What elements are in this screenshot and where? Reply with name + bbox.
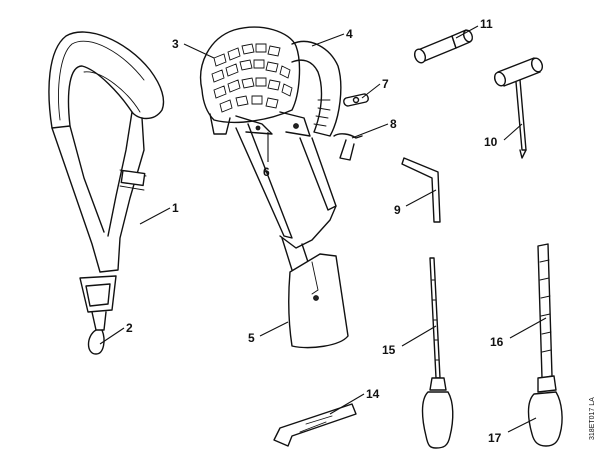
harness — [200, 26, 349, 349]
callout-9: 9 — [394, 203, 401, 217]
callout-14: 14 — [366, 387, 380, 401]
callout-labels: 1 2 3 4 5 6 7 8 9 10 11 14 15 16 17 — [126, 17, 504, 445]
socket-wrench — [413, 29, 474, 64]
callout-6: 6 — [263, 165, 270, 179]
drawing-code: 318ET017 LA — [589, 397, 596, 440]
round-file — [421, 257, 454, 449]
combination-wrench — [493, 57, 544, 159]
callout-10: 10 — [484, 135, 498, 149]
callout-8: 8 — [390, 117, 397, 131]
spring-hook — [333, 133, 363, 161]
flat-file — [527, 243, 563, 447]
callout-11: 11 — [480, 17, 493, 31]
callout-2: 2 — [126, 321, 133, 335]
callout-5: 5 — [248, 331, 255, 345]
callout-1: 1 — [172, 201, 179, 215]
callout-7: 7 — [382, 77, 389, 91]
hook — [273, 403, 357, 447]
callout-3: 3 — [172, 37, 179, 51]
shoulder-strap — [48, 31, 165, 355]
callout-16: 16 — [490, 335, 504, 349]
leader-lines — [99, 25, 547, 433]
callout-4: 4 — [346, 27, 353, 41]
callout-17: 17 — [488, 431, 502, 445]
callout-15: 15 — [382, 343, 396, 357]
hex-key — [401, 157, 441, 223]
